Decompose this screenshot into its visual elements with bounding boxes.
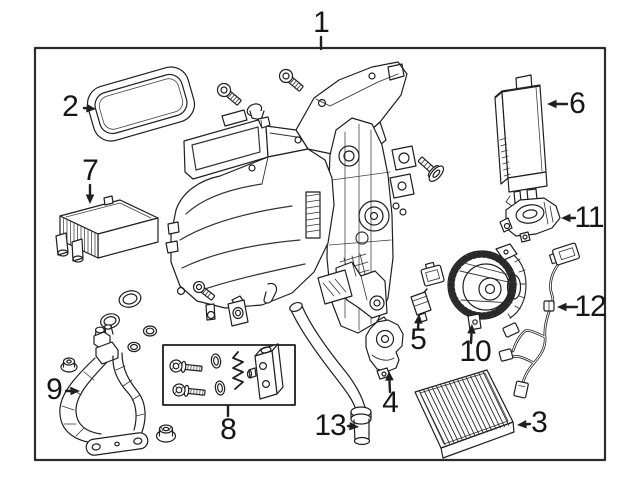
hvac-housing-assembly xyxy=(165,61,417,334)
callout-11: 11 xyxy=(574,201,604,234)
blower-motor xyxy=(447,243,527,331)
callout-arrowhead-10 xyxy=(467,324,476,334)
callout-2: 2 xyxy=(62,90,79,123)
callout-4: 4 xyxy=(382,386,399,419)
push-clip xyxy=(246,103,271,129)
callout-arrowhead-9 xyxy=(70,386,80,396)
callout-1: 1 xyxy=(313,6,330,39)
callout-arrowhead-3 xyxy=(517,419,527,429)
callout-arrowhead-11 xyxy=(561,213,571,223)
mounting-screws xyxy=(216,68,445,182)
callout-10: 10 xyxy=(459,335,491,368)
valve-install-kit xyxy=(162,343,296,406)
flange-nut-small xyxy=(60,357,78,373)
callout-arrowhead-13 xyxy=(349,421,359,431)
wiring-harness xyxy=(498,242,580,399)
callout-arrowhead-7 xyxy=(85,194,95,204)
loose-bolt xyxy=(192,280,216,301)
callout-arrowhead-6 xyxy=(547,99,557,109)
callout-8: 8 xyxy=(220,413,237,446)
temperature-sensor xyxy=(410,261,445,323)
drain-hose xyxy=(289,301,372,446)
heater-core xyxy=(494,74,548,207)
seal-gasket xyxy=(86,66,196,142)
flange-nut-large xyxy=(155,424,177,443)
callout-arrowhead-12 xyxy=(557,302,567,312)
expansion-valve xyxy=(246,343,284,400)
callout-9: 9 xyxy=(46,373,63,406)
callout-12: 12 xyxy=(574,290,606,323)
callout-13: 13 xyxy=(314,409,346,442)
callout-5: 5 xyxy=(410,323,427,356)
evaporator-core xyxy=(55,195,159,263)
actuator-motor xyxy=(499,197,561,243)
retaining-clip xyxy=(232,351,244,390)
callout-arrows xyxy=(64,35,579,431)
callout-7: 7 xyxy=(82,154,99,187)
j-clip xyxy=(263,282,278,304)
loose-seals-and-fasteners xyxy=(60,280,278,443)
grommet-bracket xyxy=(227,295,249,327)
callout-arrowhead-4 xyxy=(385,371,394,381)
callout-6: 6 xyxy=(569,87,586,120)
callout-arrowhead-5 xyxy=(414,314,423,324)
callout-arrowhead-2 xyxy=(86,103,96,113)
callout-3: 3 xyxy=(531,406,548,439)
cabin-air-filter xyxy=(414,369,515,459)
